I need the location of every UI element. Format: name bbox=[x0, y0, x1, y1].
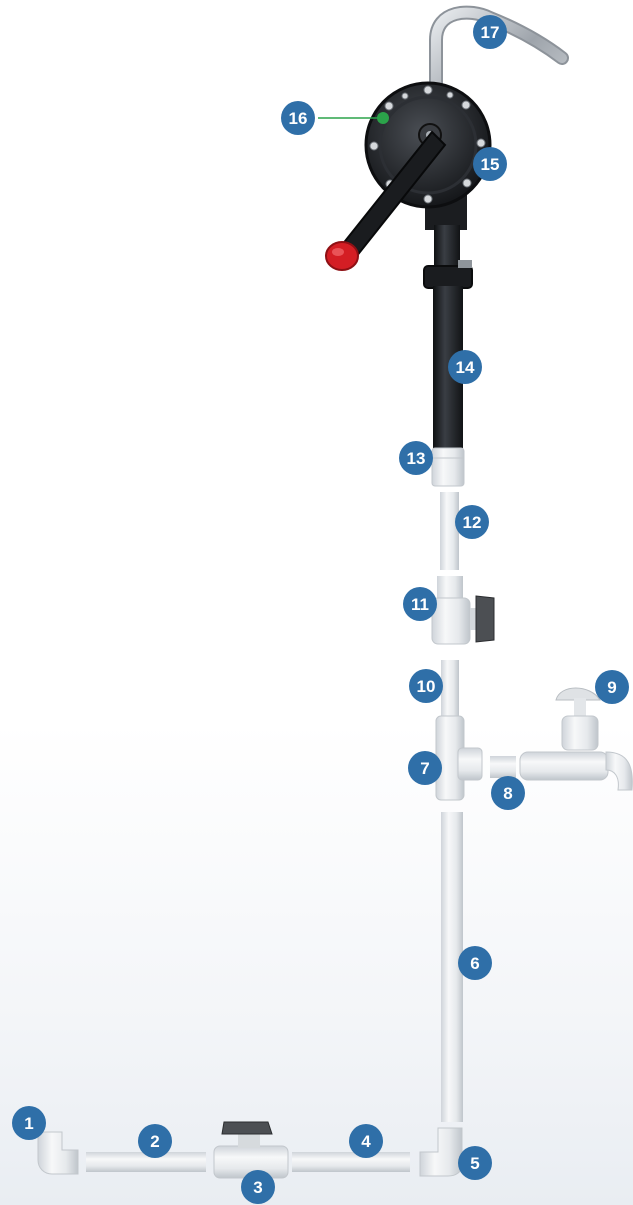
badge-label: 4 bbox=[361, 1132, 371, 1151]
badge-label: 1 bbox=[24, 1114, 33, 1133]
badge-label: 12 bbox=[463, 513, 482, 532]
part-badge-5: 5 bbox=[458, 1146, 492, 1180]
adapter-part bbox=[432, 448, 464, 486]
ball-valve-top-part bbox=[432, 576, 494, 644]
part-badge-15: 15 bbox=[473, 147, 507, 181]
part-badge-10: 10 bbox=[409, 669, 443, 703]
part-badge-9: 9 bbox=[595, 670, 629, 704]
part-badge-8: 8 bbox=[491, 776, 525, 810]
badge-label: 2 bbox=[150, 1132, 159, 1151]
badge-label: 15 bbox=[481, 155, 500, 174]
ball-valve-bottom-part bbox=[214, 1122, 288, 1178]
badge-label: 14 bbox=[456, 358, 475, 377]
part-badge-4: 4 bbox=[349, 1124, 383, 1158]
part-badge-16: 16 bbox=[281, 101, 315, 135]
part-badge-7: 7 bbox=[408, 751, 442, 785]
badge-label: 5 bbox=[470, 1154, 479, 1173]
badge-label: 13 bbox=[407, 449, 426, 468]
badge-label: 17 bbox=[481, 23, 500, 42]
part-badge-17: 17 bbox=[473, 15, 507, 49]
pipe-segment-8 bbox=[490, 756, 516, 778]
tee-fitting-part bbox=[436, 716, 482, 800]
pipe-segment-12 bbox=[440, 492, 459, 570]
badge-label: 16 bbox=[289, 109, 308, 128]
pipe-segment-4 bbox=[292, 1152, 410, 1172]
badge-label: 6 bbox=[470, 954, 479, 973]
suction-tube-part bbox=[424, 225, 472, 452]
leader-dot-16 bbox=[377, 112, 389, 124]
elbow-5-part bbox=[420, 1128, 462, 1176]
part-badge-14: 14 bbox=[448, 350, 482, 384]
pipe-segment-10 bbox=[441, 660, 459, 716]
badge-label: 8 bbox=[503, 784, 512, 803]
badge-label: 3 bbox=[253, 1178, 262, 1197]
part-badge-1: 1 bbox=[12, 1106, 46, 1140]
badge-label: 11 bbox=[411, 595, 429, 614]
elbow-1-part bbox=[38, 1132, 78, 1174]
part-badge-11: 11 bbox=[403, 587, 437, 621]
part-badge-12: 12 bbox=[455, 505, 489, 539]
badge-label: 7 bbox=[420, 759, 429, 778]
badge-label: 9 bbox=[607, 678, 616, 697]
part-badge-2: 2 bbox=[138, 1124, 172, 1158]
badge-label: 10 bbox=[417, 677, 436, 696]
part-badge-6: 6 bbox=[458, 946, 492, 980]
part-badge-3: 3 bbox=[241, 1170, 275, 1204]
part-badge-13: 13 bbox=[399, 441, 433, 475]
